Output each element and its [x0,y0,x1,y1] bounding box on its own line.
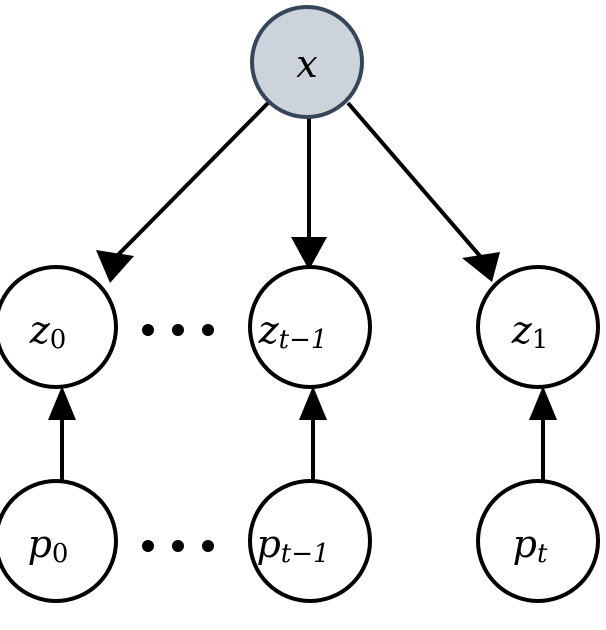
edge-pt-1-to-zt-1 [299,386,327,480]
arrowhead-x-to-zt-1 [291,237,327,270]
node-pt-subscript: t [537,539,548,569]
node-pt-1-subscript: t−1 [281,539,330,569]
edge-x-to-z0 [96,101,270,283]
p-row-ellipsis [142,540,214,552]
node-z1-subscript: 1 [532,325,549,355]
node-zt-1-subscript: t−1 [279,325,328,355]
node-pt-circle[interactable] [476,479,600,603]
node-p0-label: p0 [28,522,69,569]
node-zt-1-circle[interactable] [248,265,372,389]
arrowhead-x-to-z1 [462,252,500,282]
node-z1[interactable]: z1 [476,265,600,389]
edge-pt-to-z1 [529,386,557,480]
node-x-label: x [296,42,317,86]
node-zt-1-base: z [258,308,280,352]
node-z1-circle[interactable] [476,265,600,389]
node-x-circle[interactable] [250,5,364,119]
node-x[interactable]: x [250,5,364,119]
node-z1-label: z1 [511,308,549,355]
edge-line-x-to-z1 [346,101,488,265]
node-p0[interactable]: p0 [0,479,118,603]
node-z1-base: z [511,308,533,352]
ellipsis-dot [142,324,154,336]
arrowhead-pt-1-to-zt-1 [299,386,327,420]
edge-x-to-zt-1 [291,118,327,270]
node-pt[interactable]: pt [476,479,600,603]
arrowhead-pt-to-z1 [529,386,557,420]
node-pt-1[interactable]: pt−1 [248,479,372,603]
node-p0-subscript: 0 [52,539,69,569]
node-zt-1[interactable]: zt−1 [248,265,372,389]
node-pt-1-circle[interactable] [248,479,372,603]
ellipsis-dot [202,540,214,552]
node-p0-base: p [28,522,52,566]
ellipsis-dot [202,324,214,336]
node-z0-label: z0 [29,308,67,355]
edge-line-x-to-z0 [108,101,270,265]
node-pt-1-label: pt−1 [256,522,329,569]
node-z0[interactable]: z0 [0,265,118,389]
node-z0-subscript: 0 [50,325,67,355]
edge-x-to-z1 [346,101,500,282]
arrowhead-p0-to-z0 [48,386,76,420]
ellipsis-dot [172,540,184,552]
node-zt-1-label: zt−1 [258,308,328,355]
node-z0-base: z [29,308,51,352]
ellipsis-dot [172,324,184,336]
node-pt-label: pt [513,522,548,569]
node-p0-circle[interactable] [0,479,118,603]
node-z0-circle[interactable] [0,265,118,389]
node-pt-1-base: p [256,522,280,566]
node-pt-base: p [513,522,537,566]
edge-p0-to-z0 [48,386,76,480]
z-row-ellipsis [142,324,214,336]
arrowhead-x-to-z0 [96,250,134,283]
ellipsis-dot [142,540,154,552]
